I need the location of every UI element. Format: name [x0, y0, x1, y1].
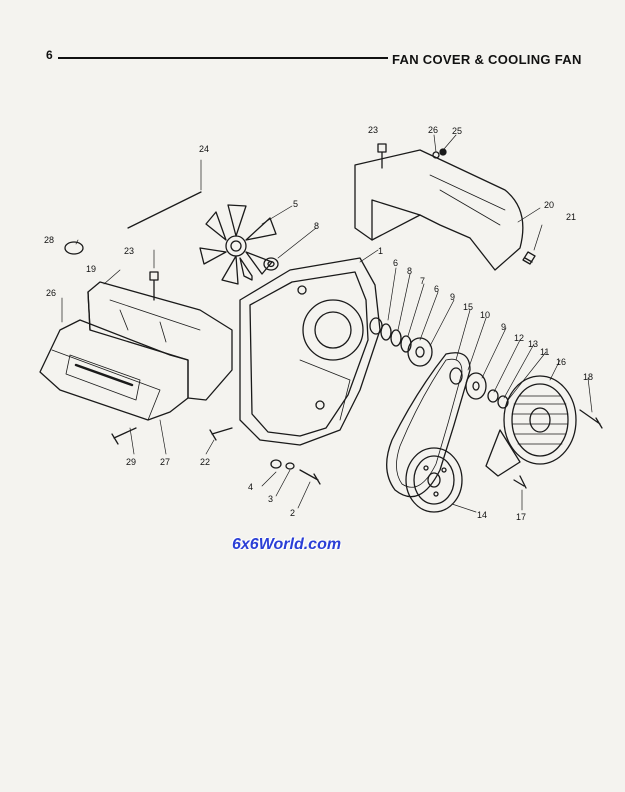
callout-label: 6	[434, 284, 439, 294]
callout-label: 5	[293, 199, 298, 209]
callout-label: 13	[528, 339, 538, 349]
page-title: FAN COVER & COOLING FAN	[392, 52, 582, 67]
spacer-stack-part	[369, 317, 433, 367]
callout-label: 22	[200, 457, 210, 467]
callout-label: 1	[378, 246, 383, 256]
callout-label: 20	[544, 200, 554, 210]
callout-label: 3	[268, 494, 273, 504]
callout-label: 4	[248, 482, 253, 492]
callout-label: 9	[501, 322, 506, 332]
callout-label: 23	[124, 246, 134, 256]
screw-part	[377, 143, 387, 169]
callout-label: 26	[46, 288, 56, 298]
cooling-fan-wheel-part	[485, 375, 577, 477]
callout-label: 14	[477, 510, 487, 520]
housing-part	[39, 281, 233, 421]
callout-label: 18	[583, 372, 593, 382]
callout-label: 10	[480, 310, 490, 320]
cap-part	[64, 241, 84, 255]
callout-label: 23	[368, 125, 378, 135]
shroud-part	[354, 149, 524, 271]
callout-label: 7	[420, 276, 425, 286]
fan-cover-part	[239, 257, 381, 446]
watermark-text: 6x6World.com	[232, 536, 342, 553]
callout-label: 19	[86, 264, 96, 274]
callout-label: 8	[407, 266, 412, 276]
callout-label: 16	[556, 357, 566, 367]
callout-label: 24	[199, 144, 209, 154]
page-number: 6	[46, 48, 53, 62]
callout-label: 12	[514, 333, 524, 343]
callout-label: 11	[540, 347, 549, 357]
rod-part	[127, 191, 202, 229]
callout-label: 26	[428, 125, 438, 135]
callout-label: 8	[314, 221, 319, 231]
callout-label: 21	[566, 212, 576, 222]
callout-label: 6	[393, 258, 398, 268]
callout-label: 9	[450, 292, 455, 302]
header-rule	[58, 57, 388, 59]
fan-part	[199, 204, 277, 285]
belt-part	[386, 352, 471, 498]
callout-label: 17	[516, 512, 526, 522]
callout-label: 25	[452, 126, 462, 136]
callout-label: 29	[126, 457, 136, 467]
callout-label: 28	[44, 235, 54, 245]
callout-label: 15	[463, 302, 473, 312]
pulley-part	[405, 447, 463, 513]
callout-label: 2	[290, 508, 295, 518]
callout-label: 27	[160, 457, 170, 467]
